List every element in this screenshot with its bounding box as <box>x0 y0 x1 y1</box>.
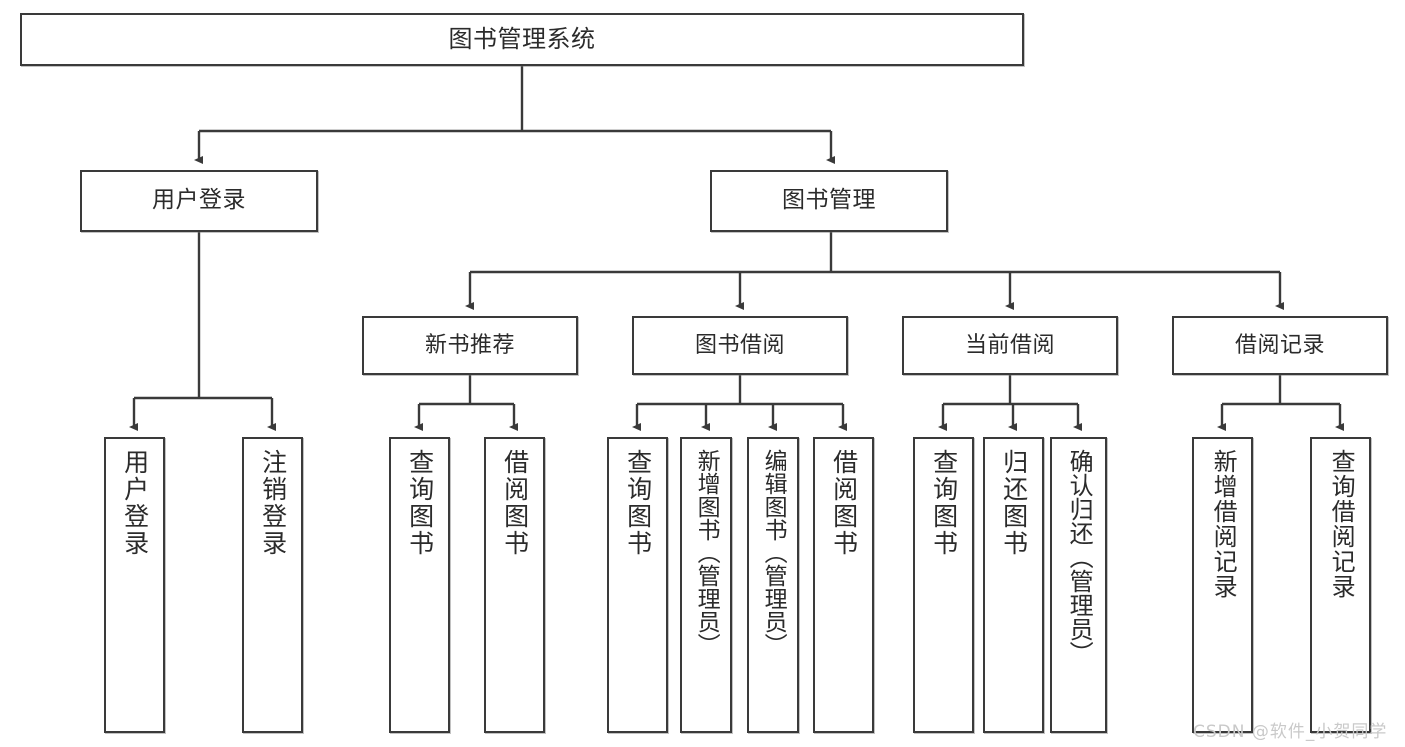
node-leaf-confirm-return-admin-label: 确认归还（管理员） <box>1065 449 1094 665</box>
node-root-label: 图书管理系统 <box>448 25 596 54</box>
node-leaf-query-book-current[interactable]: 查询图书 <box>913 437 974 733</box>
node-leaf-add-borrow-record-label: 新增借阅记录 <box>1209 449 1238 599</box>
node-leaf-borrow-book-label: 借阅图书 <box>829 449 859 557</box>
node-leaf-query-book-rec-label: 查询图书 <box>405 449 435 557</box>
node-leaf-confirm-return-admin[interactable]: 确认归还（管理员） <box>1050 437 1107 733</box>
node-leaf-logout-login-label: 注销登录 <box>258 449 288 557</box>
node-leaf-add-borrow-record[interactable]: 新增借阅记录 <box>1192 437 1253 733</box>
node-leaf-add-book-admin-label: 新增图书（管理员） <box>693 449 720 656</box>
csdn-watermark: CSDN @软件_小贺同学 <box>1193 722 1388 742</box>
node-book-borrow[interactable]: 图书借阅 <box>632 316 848 375</box>
node-leaf-return-book-label: 归还图书 <box>999 449 1029 557</box>
node-book-manage-label: 图书管理 <box>782 187 876 214</box>
node-root[interactable]: 图书管理系统 <box>20 13 1024 66</box>
node-leaf-query-book-rec[interactable]: 查询图书 <box>389 437 450 733</box>
node-leaf-add-book-admin[interactable]: 新增图书（管理员） <box>680 437 732 733</box>
node-user-login-label: 用户登录 <box>152 187 246 214</box>
node-borrow-record-label: 借阅记录 <box>1234 332 1325 358</box>
node-leaf-return-book[interactable]: 归还图书 <box>983 437 1044 733</box>
node-leaf-user-login-label: 用户登录 <box>120 449 150 557</box>
node-leaf-edit-book-admin-label: 编辑图书（管理员） <box>760 449 787 656</box>
node-leaf-borrow-book-rec-label: 借阅图书 <box>500 449 530 557</box>
node-new-book-recommend-label: 新书推荐 <box>424 332 515 358</box>
node-new-book-recommend[interactable]: 新书推荐 <box>362 316 578 375</box>
node-borrow-record[interactable]: 借阅记录 <box>1172 316 1388 375</box>
node-leaf-query-book-current-label: 查询图书 <box>929 449 959 557</box>
node-current-borrow[interactable]: 当前借阅 <box>902 316 1118 375</box>
node-leaf-query-book-borrow[interactable]: 查询图书 <box>607 437 668 733</box>
node-leaf-user-login[interactable]: 用户登录 <box>104 437 165 733</box>
node-current-borrow-label: 当前借阅 <box>964 332 1055 358</box>
node-leaf-query-borrow-record[interactable]: 查询借阅记录 <box>1310 437 1371 733</box>
node-leaf-borrow-book[interactable]: 借阅图书 <box>813 437 874 733</box>
node-leaf-edit-book-admin[interactable]: 编辑图书（管理员） <box>747 437 799 733</box>
node-leaf-borrow-book-rec[interactable]: 借阅图书 <box>484 437 545 733</box>
node-leaf-query-book-borrow-label: 查询图书 <box>623 449 653 557</box>
node-user-login[interactable]: 用户登录 <box>80 170 318 232</box>
node-leaf-query-borrow-record-label: 查询借阅记录 <box>1327 449 1356 599</box>
node-leaf-logout-login[interactable]: 注销登录 <box>242 437 303 733</box>
node-book-borrow-label: 图书借阅 <box>694 332 785 358</box>
node-book-manage[interactable]: 图书管理 <box>710 170 948 232</box>
